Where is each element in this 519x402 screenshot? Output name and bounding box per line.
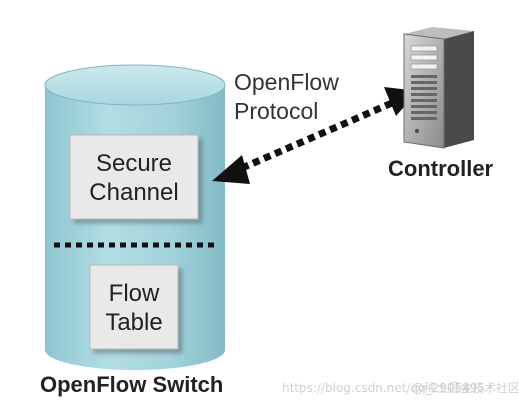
flow-table-label-line2: Table xyxy=(105,309,162,336)
protocol-label-line1: OpenFlow xyxy=(234,69,339,95)
secure-channel-label-line2: Channel xyxy=(89,179,178,206)
protocol-label-line2: Protocol xyxy=(234,98,318,124)
server-tower-icon xyxy=(403,27,474,149)
secure-channel-label-line1: Secure xyxy=(96,150,172,177)
controller-label: Controller xyxy=(388,156,494,181)
secure-channel-box: Secure Channel xyxy=(69,134,199,220)
watermark-brand: @稀土掘金技术社区 xyxy=(412,380,519,395)
switch-label: OpenFlow Switch xyxy=(40,372,223,397)
flow-table-box: Flow Table xyxy=(89,264,179,350)
watermark-url: https://blog.csdn.net/qq_2905495 xyxy=(282,381,485,395)
cylinder-top xyxy=(44,64,226,106)
flow-table-label-line1: Flow xyxy=(109,280,160,307)
